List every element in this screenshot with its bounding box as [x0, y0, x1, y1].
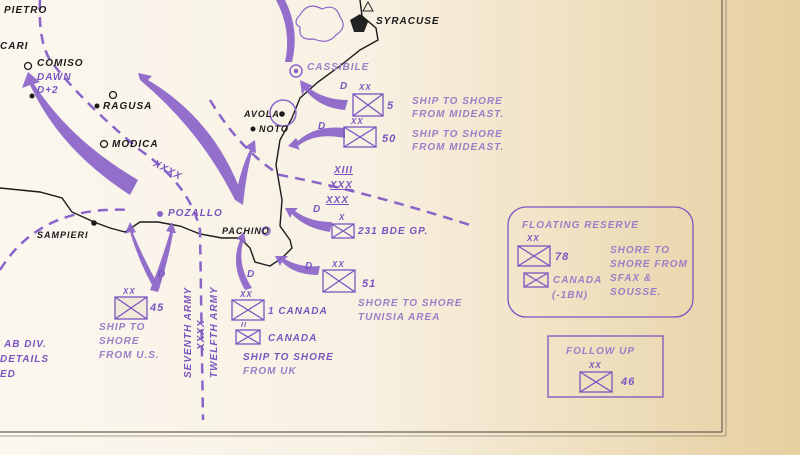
- town-comiso: COMISO: [37, 58, 84, 69]
- town-cari: CARI: [0, 41, 29, 52]
- reserve-line: SHORE TO: [610, 245, 671, 256]
- div46-number: 46: [621, 376, 636, 388]
- d-day-marker: D: [247, 269, 256, 280]
- canada-bde-line1: SHIP TO SHORE: [243, 352, 334, 363]
- assault-arrows: [22, 0, 348, 292]
- xx-marker: XX: [332, 260, 345, 269]
- d-day-marker: D: [340, 81, 349, 92]
- xx-marker: XX: [359, 83, 372, 92]
- town-pietro: PIETRO: [4, 5, 48, 16]
- town-modica: MODICA: [112, 139, 159, 150]
- xx-marker: XX: [123, 287, 136, 296]
- ab-div-line1: AB DIV.: [4, 339, 47, 350]
- div78-number: 78: [555, 251, 570, 263]
- floating-reserve-frame: [507, 206, 694, 318]
- xx-marker: XX: [589, 361, 602, 370]
- follow-up-frame: [547, 335, 664, 398]
- twelfth-army-label: TWELFTH ARMY: [209, 286, 220, 378]
- ab-div-line3: ED: [0, 369, 16, 380]
- xiii-corps: XIII: [334, 165, 354, 176]
- canada-bde-label: CANADA: [268, 333, 318, 344]
- town-cassibile: CASSIBILE: [307, 62, 370, 73]
- dashed-arc: [0, 208, 131, 271]
- coastline: [0, 0, 379, 267]
- d-day-marker: D: [318, 121, 327, 132]
- xx-marker: XX: [527, 234, 540, 243]
- div45-line3: FROM U.S.: [99, 350, 160, 361]
- canada-reserve-note: (-1BN): [552, 290, 588, 301]
- objective-circles: [261, 64, 303, 236]
- army-boundary: [38, 0, 205, 421]
- follow-up-title: FOLLOW UP: [566, 346, 635, 357]
- d-day-marker: D: [305, 261, 314, 272]
- ii-marker: II: [241, 322, 247, 329]
- town-dots: [29, 93, 285, 226]
- div51-line1: SHORE TO SHORE: [358, 298, 463, 309]
- div45-line1: SHIP TO: [99, 322, 146, 333]
- canada-reserve-label: CANADA: [553, 275, 603, 286]
- floating-reserve-title: FLOATING RESERVE: [522, 220, 639, 231]
- town-syracuse: SYRACUSE: [376, 16, 440, 27]
- reserve-line: SOUSSE.: [610, 287, 662, 298]
- div51-line2: TUNISIA AREA: [358, 312, 441, 323]
- xx-marker: XX: [351, 117, 364, 126]
- town-pachino: PACHINO: [222, 226, 270, 236]
- canada1-label: 1 CANADA: [268, 306, 328, 317]
- xxx-corps: XXX: [330, 180, 354, 191]
- pozallo-dot: [157, 211, 163, 217]
- div50-number: 50: [382, 133, 397, 145]
- ab-div-line2: DETAILS: [0, 354, 50, 365]
- town-circles: [23, 61, 118, 149]
- div45-number: 45: [150, 302, 165, 314]
- xx-marker: XX: [240, 290, 253, 299]
- div50-line2: FROM MIDEAST.: [412, 142, 505, 153]
- reserve-line: SHORE FROM: [610, 259, 688, 270]
- x-marker: X: [339, 213, 346, 222]
- boundary-xxxx: XXXX: [196, 319, 207, 350]
- town-sampieri: SAMPIERI: [37, 230, 89, 240]
- triangle-icon: [362, 0, 374, 12]
- div5-number: 5: [387, 100, 395, 112]
- syracuse-city: [350, 14, 368, 32]
- canada-bde-line2: FROM UK: [243, 366, 297, 377]
- bde231-label: 231 BDE GP.: [358, 226, 429, 237]
- dashed-line-east: [208, 99, 471, 227]
- d-day-marker: D: [158, 269, 167, 280]
- d-plus-2-label: D+2: [37, 85, 59, 96]
- town-ragusa: RAGUSA: [103, 101, 153, 112]
- div50-line1: SHIP TO SHORE: [412, 129, 503, 140]
- dashed-lines: [0, 0, 471, 421]
- div51-number: 51: [362, 278, 377, 290]
- seventh-army-label: SEVENTH ARMY: [183, 286, 194, 378]
- dawn-label: DAWN: [37, 72, 72, 83]
- d-day-marker: D: [313, 204, 322, 215]
- xxx-corps: XXX: [326, 195, 350, 206]
- reserve-line: SFAX &: [610, 273, 653, 284]
- unit-symbols: [114, 93, 694, 398]
- town-pozallo: POZALLO: [168, 208, 223, 219]
- div5-line1: SHIP TO SHORE: [412, 96, 503, 107]
- div45-line2: SHORE: [99, 336, 140, 347]
- div5-line2: FROM MIDEAST.: [412, 109, 505, 120]
- airborne-drop-zone: [295, 5, 344, 42]
- town-avola: AVOLA: [244, 109, 280, 119]
- town-noto: NOTO: [259, 124, 289, 134]
